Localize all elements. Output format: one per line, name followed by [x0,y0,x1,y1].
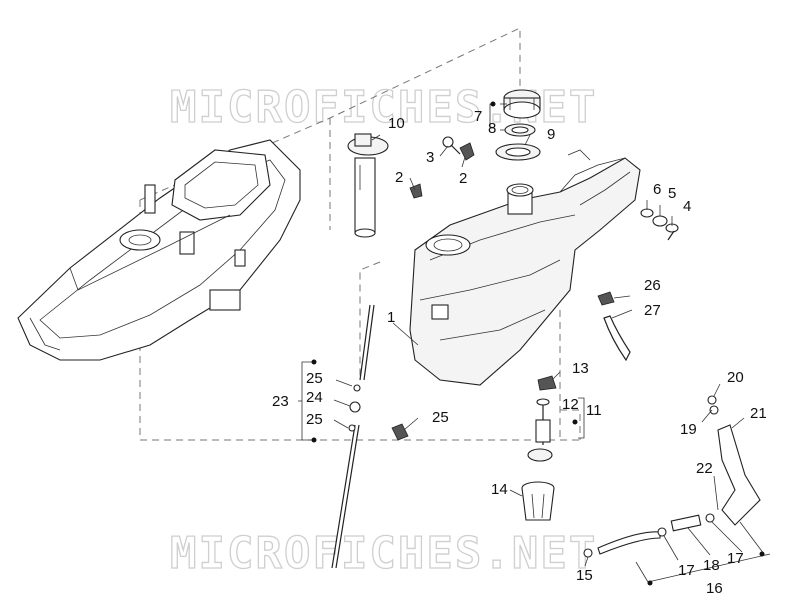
callout-14: 14 [491,481,508,498]
clip-part-2-lower [409,183,423,199]
washer-part-6 [640,208,654,218]
screw-part-3 [442,136,461,155]
callout-4: 4 [683,198,691,215]
callout-17-right: 17 [727,550,744,567]
callout-11: 11 [586,402,602,419]
leader-lines [333,103,745,567]
callout-5: 5 [668,185,676,202]
fuel-tank-part [409,149,641,386]
callout-brackets [298,101,771,586]
dashed-reference-lines [139,27,581,441]
callout-2-upper: 2 [395,169,403,186]
callout-1: 1 [387,309,395,326]
pipe-clip-part-25 [391,423,409,441]
callout-16: 16 [706,580,723,597]
cap-seal-part [504,123,536,137]
callout-26: 26 [644,277,661,294]
callout-17-left: 17 [678,562,695,579]
bolt-part-4 [665,223,679,241]
watermark-bottom: MICROFICHES.NET [170,528,597,579]
callout-25-upper: 25 [306,370,323,387]
callout-22: 22 [696,460,713,477]
fuel-filter-part [521,481,555,521]
frame-body-part [17,139,301,361]
callout-2-lower: 2 [459,170,467,187]
callout-19: 19 [680,421,697,438]
callout-6: 6 [653,181,661,198]
callout-9: 9 [547,126,555,143]
callout-10: 10 [388,115,405,132]
callout-3: 3 [426,149,434,166]
callout-8: 8 [488,120,496,137]
callout-21: 21 [750,405,767,422]
callout-13: 13 [572,360,589,377]
washer-part-5 [652,215,668,227]
callout-20: 20 [727,369,744,386]
callout-7: 7 [474,108,482,125]
breather-pipe-part [331,304,375,569]
callout-18: 18 [703,557,720,574]
callout-12: 12 [562,396,579,413]
fuel-pump-part [527,375,557,462]
fuel-level-sensor-part [347,133,389,238]
callout-15: 15 [576,567,593,584]
clip-part-2-upper [459,142,475,161]
callout-24: 24 [306,389,323,406]
callout-25-clip: 25 [432,409,449,426]
filler-cap-part [503,89,541,119]
gasket-part [495,143,541,161]
clamp-part-26 [597,291,615,306]
callout-27: 27 [644,302,661,319]
callout-25-middle: 25 [306,411,323,428]
strap-part-27 [603,315,631,362]
callout-23: 23 [272,393,289,410]
fuel-line-part [583,395,761,558]
